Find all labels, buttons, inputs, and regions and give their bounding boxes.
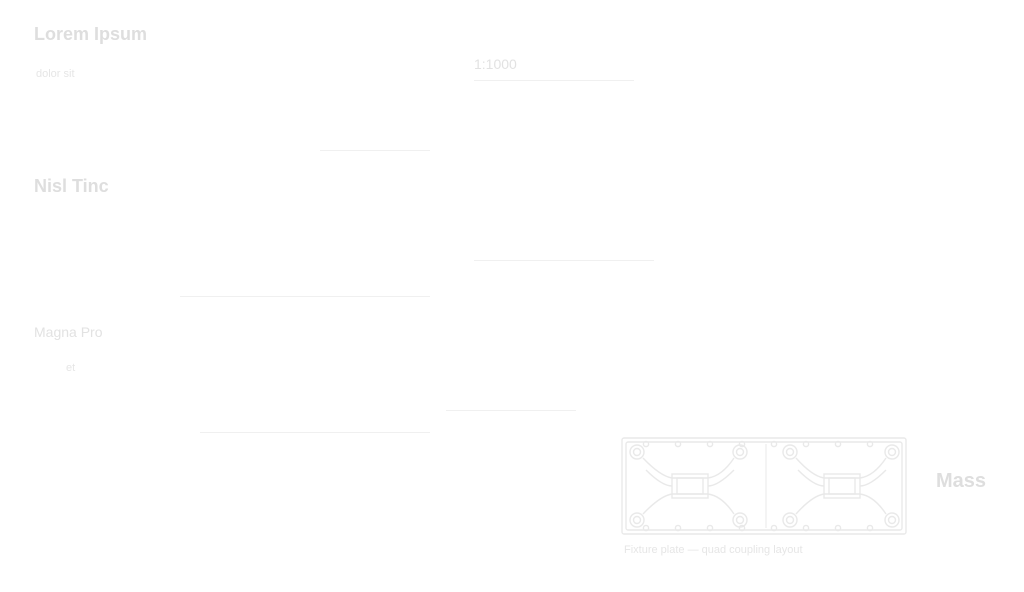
plate-inner-outline — [625, 441, 903, 531]
plate-outline — [621, 437, 907, 535]
panel-label: Mass — [936, 470, 987, 492]
coupling-left — [629, 444, 748, 528]
divider-line — [200, 432, 430, 433]
divider-line — [320, 150, 430, 151]
block1-subtitle: dolor sit — [36, 68, 75, 80]
bolt-holes — [642, 440, 874, 532]
block2-title: Nisl Tinc — [34, 176, 109, 196]
divider-line — [474, 80, 634, 81]
divider-line — [446, 410, 576, 411]
divider-line — [474, 260, 654, 261]
coupling-right — [782, 444, 900, 528]
block3-title: Magna Pro — [34, 324, 103, 340]
divider-line — [180, 296, 430, 297]
block3-subtitle: et — [66, 362, 76, 374]
block1-title: Lorem Ipsum — [34, 24, 148, 44]
panel-caption: Fixture plate — quad coupling layout — [624, 544, 803, 556]
center-scale-label: 1:1000 — [474, 56, 517, 72]
